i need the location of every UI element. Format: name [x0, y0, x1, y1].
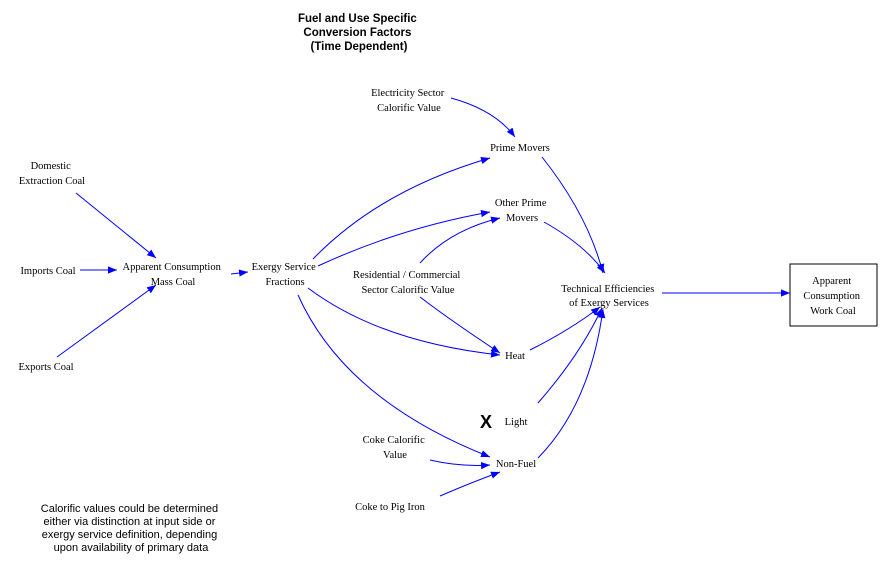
edge-prime-movers-to-tech	[541, 156, 605, 274]
diagram-title: Fuel and Use Specific Conversion Factors…	[298, 13, 420, 53]
edge-light-to-tech	[537, 307, 603, 404]
edge-exergy-to-non-fuel	[297, 294, 491, 458]
edge-residential-to-other-prime	[419, 216, 501, 264]
node-technical-efficiencies: Technical Efficiencies of Exergy Service…	[561, 284, 657, 309]
node-other-prime-movers: Other Prime Movers	[495, 198, 549, 224]
node-light: Light	[505, 417, 528, 428]
light-marker: X	[480, 412, 492, 432]
node-domestic-extraction-coal: Domestic Extraction Coal	[19, 161, 85, 187]
edge-non-fuel-to-tech	[537, 308, 606, 459]
edge-coke-pig-iron-to-non-fuel	[439, 471, 501, 497]
edge-exergy-to-other-prime	[317, 210, 491, 267]
calorific-note: Calorific values could be determined eit…	[41, 503, 221, 554]
edge-exergy-to-heat	[307, 287, 501, 358]
node-apparent-consumption-work-coal: Apparent Consumption Work Coal	[789, 263, 878, 327]
node-coke-calorific-value: Coke Calorific Value	[363, 435, 428, 461]
node-heat: Heat	[505, 351, 525, 362]
edges	[56, 97, 790, 497]
node-imports-coal: Imports Coal	[20, 266, 75, 277]
work-coal-label: Apparent Consumption Work Coal	[803, 276, 862, 317]
edge-exergy-to-prime-movers	[312, 157, 491, 260]
work-coal-box	[789, 263, 878, 327]
edge-residential-to-heat	[419, 296, 501, 354]
nodes: Domestic Extraction Coal Imports Coal Ex…	[18, 88, 878, 513]
edge-electricity-to-prime-movers	[450, 97, 516, 138]
node-exports-coal: Exports Coal	[18, 362, 73, 373]
node-non-fuel: Non-Fuel	[496, 459, 536, 470]
node-electricity-sector-calorific-value: Electricity Sector Calorific Value	[371, 88, 447, 114]
edge-other-prime-to-tech	[543, 221, 606, 274]
edge-exports-to-apparent-mass	[56, 284, 157, 358]
node-prime-movers: Prime Movers	[490, 143, 550, 154]
node-exergy-service-fractions: Exergy Service Fractions	[252, 262, 319, 288]
node-residential-commercial-calorific-value: Residential / Commercial Sector Calorifi…	[353, 270, 463, 296]
node-apparent-consumption-mass-coal: Apparent Consumption Mass Coal	[123, 262, 224, 288]
edge-heat-to-tech	[529, 306, 601, 351]
edge-coke-calorific-to-non-fuel	[429, 459, 491, 470]
edge-apparent-mass-to-exergy	[230, 269, 249, 277]
node-coke-to-pig-iron: Coke to Pig Iron	[355, 502, 425, 513]
edge-domestic-to-apparent-mass	[75, 192, 157, 259]
